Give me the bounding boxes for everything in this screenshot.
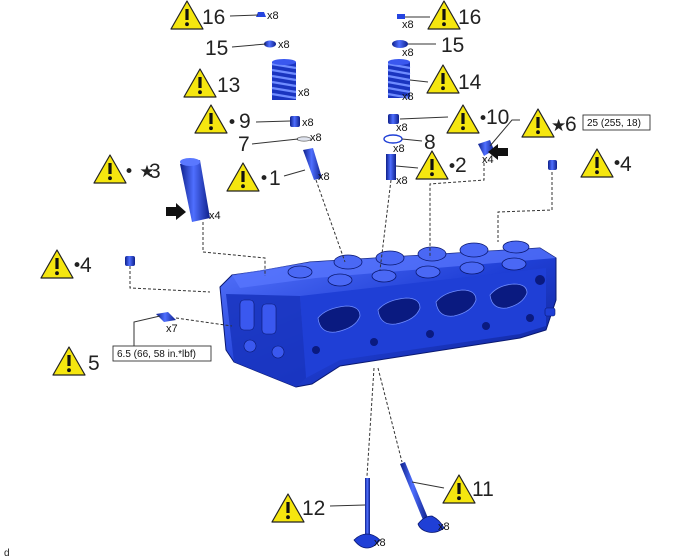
part-13-spring [271,59,297,100]
callout-9-qty: x8 [302,117,314,129]
warning-icon [194,104,228,134]
callout-8-qty: x8 [393,143,405,155]
callout-2-qty: x8 [396,175,408,187]
part-4-plug-right [548,160,557,170]
callout-13-number: 13 [217,74,240,97]
callout-5-qty: x7 [166,323,178,335]
callout-16-left-number: 16 [202,6,225,29]
callout-5-number: 5 [88,352,100,375]
warning-icon [40,249,74,279]
warning-icon [442,474,476,504]
torque-spec-5: 6.5 (66, 58 in.*lbf) [117,349,196,360]
callout-1-prefix: • [259,169,269,189]
torque-spec-6: 25 (255, 18) [587,118,641,129]
callout-1-qty: x8 [318,171,330,183]
arrow-indicator-6 [488,144,508,160]
callout-3-number: 3 [149,160,161,183]
part-11-valve [400,462,445,533]
callout-15-right-qty: x8 [402,47,414,59]
dashed-leaders [129,158,553,477]
warning-icon [580,148,614,178]
callout-13-qty: x8 [298,87,310,99]
part-16-keeper-left [256,12,266,17]
cylinder-head [219,240,557,388]
part-1-guide [303,148,322,180]
callout-9-number: 9 [239,110,251,133]
warning-icon [52,346,86,376]
callout-3-qty: x4 [209,210,221,222]
part-15-retainer-right [392,40,408,48]
part-3-sleeve [180,158,210,222]
part-16-keeper-right [397,14,405,19]
callout-15-right-number: 15 [441,34,464,57]
callout-4-left-number: 4 [80,254,92,277]
part-5-bolt [156,312,176,322]
callout-10-number: 10 [486,106,509,129]
part-4-plug-left [125,256,135,266]
torque-box-5: 6.5 (66, 58 in.*lbf) [112,345,212,362]
part-2-guide [386,154,396,180]
callout-15-left-qty: x8 [278,39,290,51]
part-8-washer [383,134,403,144]
callout-3-prefix: • ★ [124,162,155,182]
callout-9-prefix: • [227,113,237,133]
part-14-spring [387,59,411,100]
warning-icon [415,150,449,180]
corner-letter: d [4,548,10,559]
part-7-washer [296,136,312,142]
callout-10-prefix: • [478,109,488,129]
callout-4-right-number: 4 [620,153,632,176]
warning-icon [183,68,217,98]
callout-2-number: 2 [455,154,467,177]
part-9-seal [290,116,300,127]
callout-14-number: 14 [458,71,482,94]
callout-11-number: 11 [472,478,494,501]
part-10-seal [388,114,399,124]
callout-1-number: 1 [269,167,281,190]
callout-12-qty: x8 [374,537,386,549]
callout-7-qty: x8 [310,132,322,144]
callout-8-number: 8 [424,131,436,154]
part-15-retainer-left [264,40,276,48]
callout-6-prefix: ★ [551,116,566,136]
part-12-valve [353,478,381,549]
warning-icon [446,104,480,134]
warning-icon [426,64,460,94]
arrow-indicator-3 [166,203,186,220]
solid-leaders [133,14,520,507]
torque-box-6: 25 (255, 18) [582,114,651,131]
warning-icon [93,154,127,184]
callout-14-qty: x8 [402,91,414,103]
callout-10-qty: x8 [396,122,408,134]
callout-16-right-number: 16 [458,6,481,29]
callout-11-qty: x8 [438,521,450,533]
warning-icon [427,0,461,30]
callout-2-prefix: • [447,157,457,177]
callout-labels: 16 x8 16 x8 15 x8 15 x8 13 x8 14 x8 • 9 … [72,6,632,549]
callout-7-number: 7 [238,133,250,156]
callout-4-right-prefix: • [612,154,622,174]
warning-icon [521,108,555,138]
callout-15-left-number: 15 [205,37,228,60]
callout-6-qty: x4 [482,154,494,166]
callout-12-number: 12 [302,497,325,520]
warning-icon [170,0,204,30]
warning-icon [271,493,305,523]
callout-4-left-prefix: • [72,256,82,276]
callout-6-number: 6 [565,113,577,136]
callout-16-right-qty: x8 [402,19,414,31]
warning-icon [226,162,260,192]
callout-16-left-qty: x8 [267,10,279,22]
